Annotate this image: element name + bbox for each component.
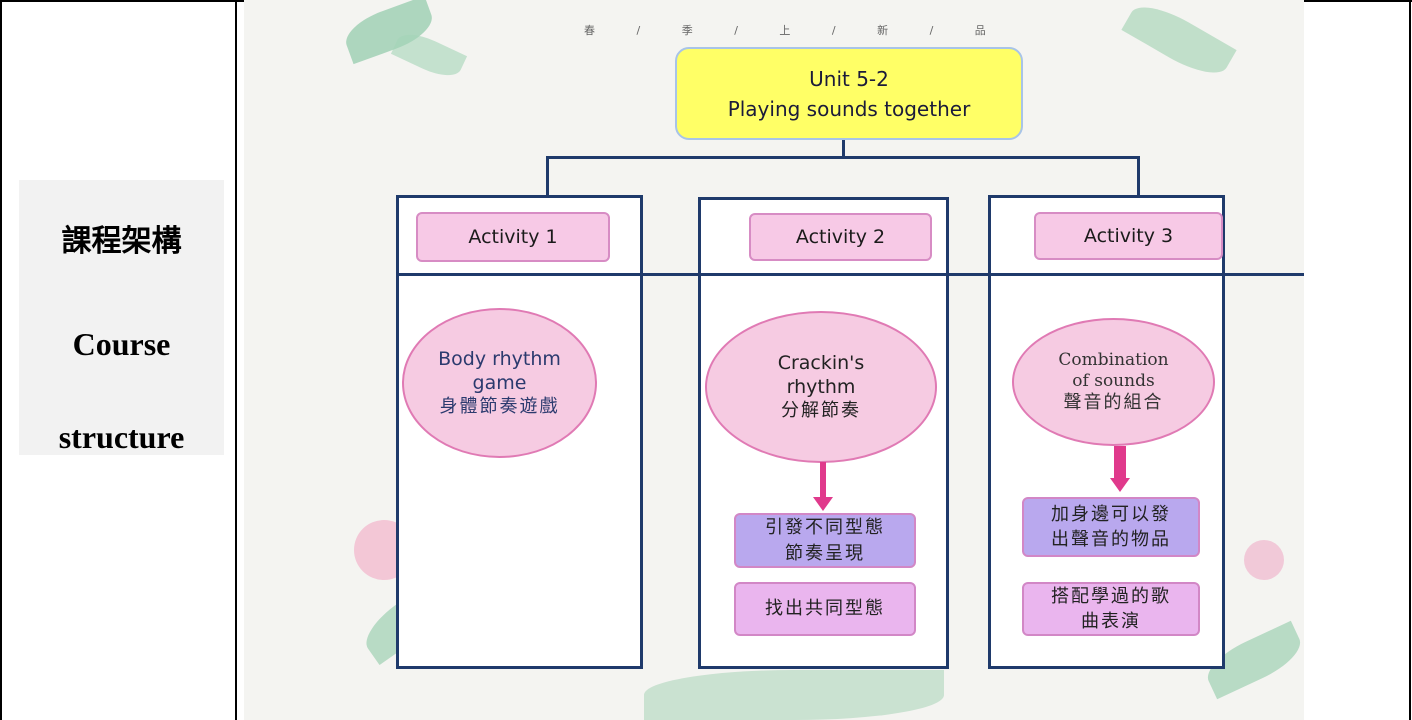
activity-1-topic-en: Body rhythm xyxy=(438,348,561,370)
activity-2-arrow xyxy=(820,462,826,498)
table-left-border xyxy=(0,0,2,720)
activity-3-step-2-line1: 搭配學過的歌 xyxy=(1051,585,1171,607)
activity-2-step-1-line1: 引發不同型態 xyxy=(765,517,885,539)
activity-2-topic-zh: 分解節奏 xyxy=(781,399,861,421)
activity-1-topic: Body rhythm game 身體節奏遊戲 xyxy=(402,308,597,458)
activity-2-arrow-head xyxy=(813,497,833,511)
leaf-decoration xyxy=(390,26,468,84)
activity-2-topic: Crackin's rhythm 分解節奏 xyxy=(705,311,937,463)
connector-drop-3 xyxy=(1137,156,1140,196)
row-label-zh: 課程架構 xyxy=(61,224,182,259)
activity-3-topic-en-2: of sounds xyxy=(1072,370,1155,391)
activity-2-step-2: 找出共同型態 xyxy=(734,582,916,636)
activity-2-label: Activity 2 xyxy=(749,213,932,261)
table-right-border xyxy=(1409,0,1411,720)
banner-text: 春 / 季 / 上 / 新 / 品 xyxy=(584,24,986,37)
activity-1-topic-zh: 身體節奏遊戲 xyxy=(439,395,560,417)
connector-horizontal xyxy=(546,156,1140,159)
activity-3-step-2-line2: 曲表演 xyxy=(1081,611,1141,632)
row-label-en-line2: structure xyxy=(58,419,185,455)
leaf-decoration xyxy=(644,670,944,720)
divider-line xyxy=(396,273,1304,276)
activity-3-arrow xyxy=(1114,446,1126,480)
flower-decoration xyxy=(1244,540,1284,580)
activity-1-label: Activity 1 xyxy=(416,212,610,262)
connector-drop-1 xyxy=(546,156,549,196)
activity-3-step-1-line1: 加身邊可以發 xyxy=(1051,503,1171,525)
activity-3-step-2: 搭配學過的歌 曲表演 xyxy=(1022,582,1200,636)
activity-2-topic-en-2: rhythm xyxy=(786,375,856,398)
leaf-decoration xyxy=(1121,0,1237,85)
course-structure-diagram: 春 / 季 / 上 / 新 / 品 Unit 5-2 Playing sound… xyxy=(244,0,1304,720)
activity-3-topic-zh: 聲音的組合 xyxy=(1063,392,1164,413)
row-label-cell xyxy=(19,180,224,455)
activity-3-topic-en: Combination xyxy=(1058,349,1169,370)
row-label-en-line1: Course xyxy=(72,326,171,362)
connector-stem xyxy=(842,140,845,158)
unit-title-box: Unit 5-2 Playing sounds together xyxy=(675,47,1023,140)
activity-2-step-1: 引發不同型態 節奏呈現 xyxy=(734,513,916,568)
activity-3-step-1-line2: 出聲音的物品 xyxy=(1051,529,1171,550)
activity-2-step-1-line2: 節奏呈現 xyxy=(785,542,865,564)
activity-3-topic: Combination of sounds 聲音的組合 xyxy=(1012,318,1215,446)
activity-2-topic-en: Crackin's xyxy=(777,352,865,374)
activity-3-label: Activity 3 xyxy=(1034,212,1223,260)
table-column-divider xyxy=(235,0,237,720)
unit-number: Unit 5-2 xyxy=(809,66,889,91)
activity-1-topic-en-2: game xyxy=(472,371,527,394)
activity-3-step-1: 加身邊可以發 出聲音的物品 xyxy=(1022,497,1200,557)
activity-3-arrow-head xyxy=(1110,478,1130,492)
unit-title: Playing sounds together xyxy=(727,96,971,121)
